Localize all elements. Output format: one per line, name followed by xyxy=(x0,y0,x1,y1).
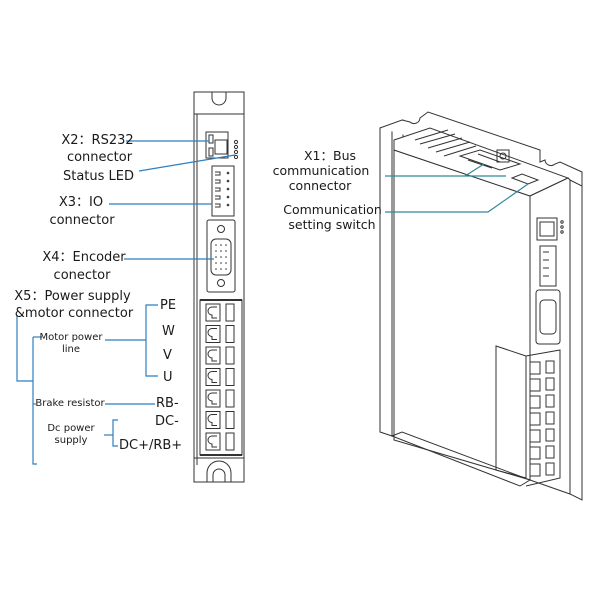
terminal-slot xyxy=(205,432,235,451)
isometric-view-drive xyxy=(379,111,583,501)
label-x3-sub: connector xyxy=(49,213,115,228)
leader-lines-front xyxy=(16,140,236,465)
pin-dc-minus: DC- xyxy=(155,414,179,429)
pin-w: W xyxy=(162,324,175,339)
status-led-indicators xyxy=(233,139,239,160)
label-motor-power-2: line xyxy=(61,344,81,355)
power-terminal-block xyxy=(199,299,243,456)
pin-u: U xyxy=(163,370,173,385)
label-motor-power-1: Motor power xyxy=(39,332,103,343)
iso-terminal-slot xyxy=(529,428,555,443)
leader-motor-bracket xyxy=(145,304,158,377)
label-dc-power-2: supply xyxy=(54,435,88,446)
label-x3-title: X3：IO xyxy=(58,195,104,210)
iso-terminal-slot xyxy=(529,411,555,426)
pin-pe: PE xyxy=(160,298,177,313)
encoder-connector xyxy=(206,219,236,293)
terminal-slot xyxy=(205,346,235,365)
pin-v: V xyxy=(163,348,172,363)
drive-body-front xyxy=(193,91,245,483)
terminal-slot xyxy=(205,411,235,429)
label-x2-sub: connector xyxy=(66,150,133,165)
terminal-slot xyxy=(205,325,235,343)
leader-dc-bracket xyxy=(112,419,118,447)
terminal-slot xyxy=(205,389,235,408)
iso-terminal-slot xyxy=(529,445,555,460)
label-dc-power-1: Dc power xyxy=(47,423,95,434)
terminal-slot xyxy=(205,368,235,386)
leader-status-led xyxy=(138,154,236,172)
top-mount-notch xyxy=(211,92,227,106)
label-x4-sub: conector xyxy=(53,268,111,283)
label-x5-title: X5：Power supply xyxy=(14,289,131,304)
label-x5-sub: &motor connector xyxy=(14,306,134,321)
iso-terminal-slot xyxy=(529,377,555,392)
label-x1-title: X1：Bus xyxy=(303,148,357,163)
pin-rb-minus: RB- xyxy=(156,396,179,411)
leader-x5-bracket xyxy=(16,315,33,382)
label-switch-2: setting switch xyxy=(288,217,376,232)
label-status-led: Status LED xyxy=(62,169,135,184)
io-connector xyxy=(211,165,235,217)
label-x1-sub1: communication xyxy=(272,163,370,178)
leader-lines-iso xyxy=(385,163,529,213)
front-view-drive xyxy=(193,91,245,483)
leader-switch xyxy=(385,183,529,213)
iso-terminal-slot xyxy=(529,394,555,409)
label-x4-title: X4：Encoder xyxy=(42,250,126,265)
iso-terminal-slot xyxy=(529,360,555,375)
label-x1-sub2: connector xyxy=(288,178,352,193)
iso-terminal-slot xyxy=(529,462,555,477)
bottom-mount-notch xyxy=(206,460,232,482)
label-brake-resistor: Brake resistor xyxy=(35,398,105,409)
terminal-slot xyxy=(205,303,235,322)
pin-dc-plus-rb-plus: DC+/RB+ xyxy=(119,438,183,453)
label-switch-1: Communication xyxy=(283,202,382,217)
label-x2-title: X2：RS232 xyxy=(61,133,134,148)
